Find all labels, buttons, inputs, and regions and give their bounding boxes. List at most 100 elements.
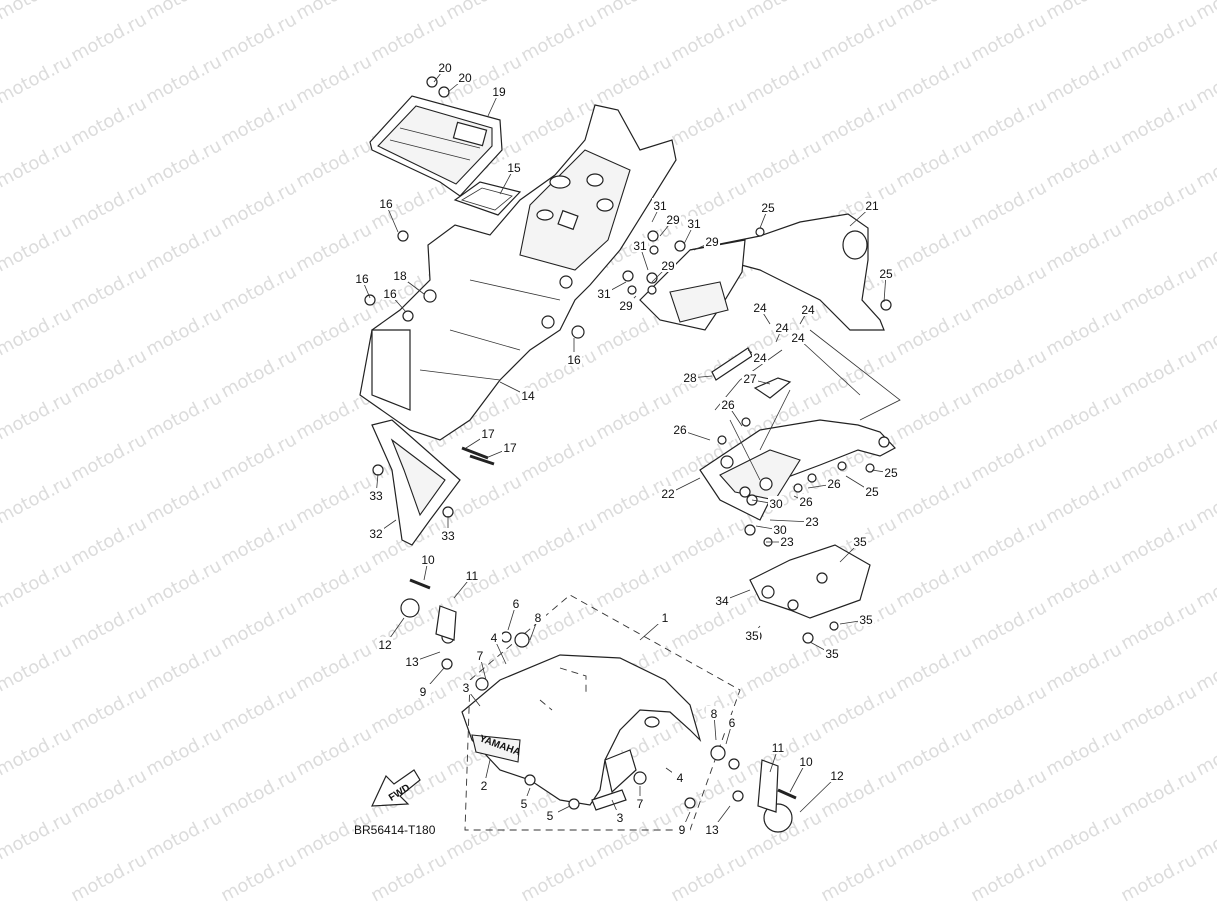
callout-number: 31 xyxy=(597,287,611,301)
callout-number: 24 xyxy=(775,321,789,335)
watermark-text: motod.ru xyxy=(142,219,225,276)
callout-bg xyxy=(520,388,536,402)
watermark-text: motod.ru xyxy=(1117,849,1200,906)
callout-number: 31 xyxy=(687,217,701,231)
fastener-mark xyxy=(802,632,814,644)
callout-number: 25 xyxy=(884,466,898,480)
callout-number: 13 xyxy=(405,655,419,669)
watermark-text: motod.ru xyxy=(1117,681,1200,738)
callout-number: 27 xyxy=(743,372,757,386)
watermark-text: motod.ru xyxy=(892,135,975,192)
fastener-mark xyxy=(816,572,828,584)
watermark-text: motod.ru xyxy=(217,429,300,486)
watermark-text: motod.ru xyxy=(142,135,225,192)
bolt-mark xyxy=(469,454,495,466)
callout-bg xyxy=(660,486,676,500)
callout-bg xyxy=(790,330,806,344)
bolt-mark xyxy=(409,578,431,590)
callout-number: 31 xyxy=(653,199,667,213)
watermark-text: motod.ru xyxy=(967,765,1050,822)
callout-number: 29 xyxy=(661,259,675,273)
fastener-mark xyxy=(793,483,803,493)
watermark-text: motod.ru xyxy=(217,177,300,234)
callout-number: 17 xyxy=(481,427,495,441)
watermark-text: motod.ru xyxy=(667,849,750,906)
watermark-text: motod.ru xyxy=(367,849,450,906)
watermark-text: motod.ru xyxy=(1192,723,1217,780)
fastener-mark xyxy=(524,774,536,786)
fastener-mark xyxy=(647,285,657,295)
watermark-text: motod.ru xyxy=(892,471,975,528)
callout-number: 17 xyxy=(503,441,517,455)
callout-bg xyxy=(800,302,816,316)
callout-bg xyxy=(672,770,688,784)
watermark-text: motod.ru xyxy=(217,345,300,402)
fastener-mark xyxy=(865,463,875,473)
callout-bg xyxy=(506,160,522,174)
callout-bg xyxy=(368,488,384,502)
watermark-text: motod.ru xyxy=(517,849,600,906)
fastener-mark xyxy=(364,294,376,306)
callout-bg xyxy=(354,271,370,285)
watermark-text: motod.ru xyxy=(292,303,375,360)
watermark-text: motod.ru xyxy=(217,681,300,738)
fastener-mark xyxy=(568,798,580,810)
callout-number: 16 xyxy=(379,197,393,211)
callout-bg xyxy=(742,371,758,385)
fastener-mark xyxy=(732,790,744,802)
callout-bg xyxy=(720,397,736,411)
fastener-mark xyxy=(402,310,414,322)
callout-bg xyxy=(858,612,874,626)
callout-number: 29 xyxy=(619,299,633,313)
callout-number: 3 xyxy=(617,811,624,825)
callout-layer: 1233445566778899101011111212131314151616… xyxy=(354,60,899,837)
fastener-mark xyxy=(400,598,420,618)
watermark-text: motod.ru xyxy=(592,387,675,444)
watermark-text: motod.ru xyxy=(67,765,150,822)
callout-number: 35 xyxy=(745,629,759,643)
callout-number: 15 xyxy=(507,161,521,175)
fastener-mark xyxy=(442,506,454,518)
front-fender-1 xyxy=(461,654,702,811)
fastener-mark xyxy=(807,473,817,483)
callout-bg xyxy=(864,198,880,212)
watermark-text: motod.ru xyxy=(0,471,75,528)
watermark-text: motod.ru xyxy=(1042,219,1125,276)
watermark-text: motod.ru xyxy=(817,681,900,738)
fastener-mark xyxy=(423,289,437,303)
watermark-text: motod.ru xyxy=(0,639,75,696)
watermark-text: motod.ru xyxy=(1117,765,1200,822)
watermark-text: motod.ru xyxy=(292,555,375,612)
callout-number: 24 xyxy=(801,303,815,317)
watermark-text: motod.ru xyxy=(142,387,225,444)
callout-bg xyxy=(652,198,668,212)
watermark-text: motod.ru xyxy=(742,0,825,24)
fastener-mark xyxy=(622,270,634,282)
callout-number: 10 xyxy=(799,755,813,769)
watermark-text: motod.ru xyxy=(742,639,825,696)
callout-bg xyxy=(770,740,786,754)
callout-number: 20 xyxy=(458,71,472,85)
watermark-text: motod.ru xyxy=(292,723,375,780)
callout-number: 4 xyxy=(491,631,498,645)
callout-bg xyxy=(596,286,612,300)
diagram-code: BR56414-T180 xyxy=(354,823,436,837)
watermark-text: motod.ru xyxy=(0,387,75,444)
callout-bg xyxy=(772,522,788,536)
watermark-text: motod.ru xyxy=(967,177,1050,234)
callout-bg xyxy=(672,422,688,436)
watermark-text: motod.ru xyxy=(67,9,150,66)
callout-bg xyxy=(378,196,394,210)
watermark-text: motod.ru xyxy=(217,849,300,906)
callout-bg xyxy=(686,216,702,230)
callout-bg xyxy=(665,212,681,226)
callout-number: 11 xyxy=(772,741,785,755)
watermark-text: motod.ru xyxy=(142,807,225,864)
callout-number: 35 xyxy=(825,647,839,661)
callout-bg xyxy=(657,610,673,624)
callout-bg xyxy=(878,266,894,280)
callout-number: 25 xyxy=(761,201,775,215)
callout-number: 22 xyxy=(661,487,675,501)
callout-number: 23 xyxy=(780,535,794,549)
